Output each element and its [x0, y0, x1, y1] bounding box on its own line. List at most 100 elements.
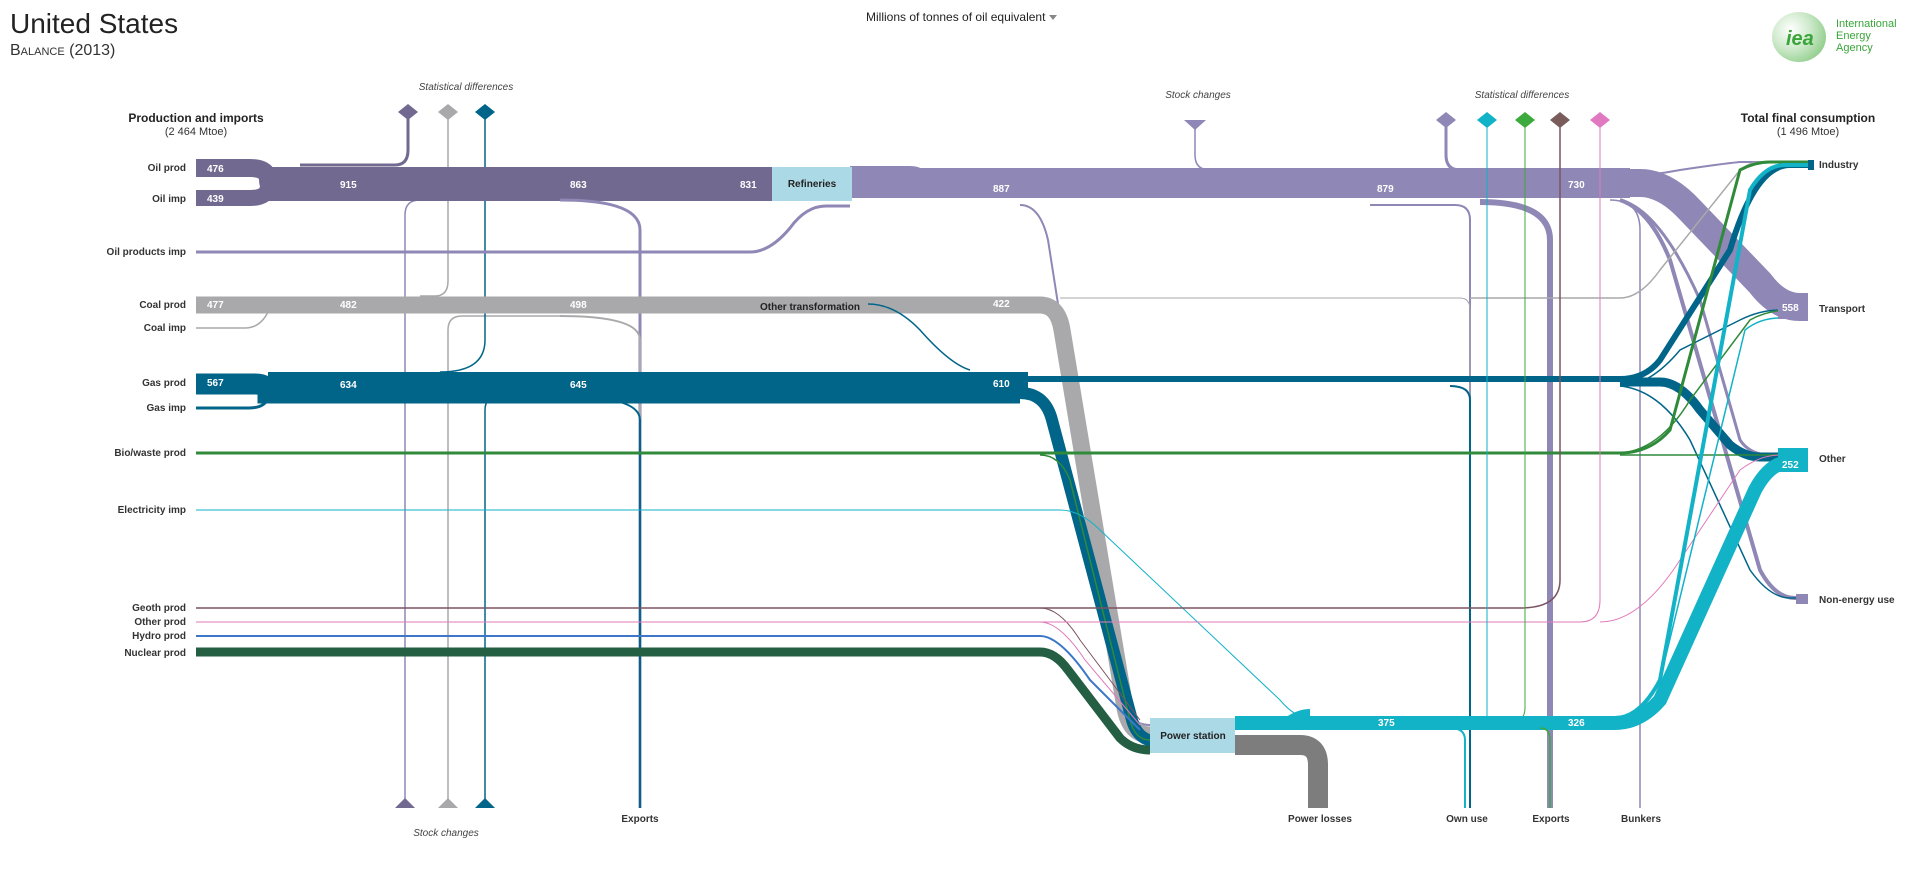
- logo-circle-icon: [1772, 12, 1826, 62]
- stat-diff-right-brown-marker-top: [1550, 112, 1570, 120]
- markers: [395, 104, 1610, 808]
- flow-value: 887: [993, 184, 1010, 195]
- flow-value: 730: [1568, 180, 1585, 191]
- flow-other-transformation: [867, 303, 971, 371]
- stat-diff-right-green-marker-top: [1515, 112, 1535, 120]
- flow-coal-stock-bottom: [447, 315, 560, 808]
- sink-label: Own use: [1446, 814, 1488, 825]
- flow-other-prod-final: [1599, 454, 1808, 623]
- stat-diff-oil-marker-top: [398, 104, 418, 112]
- flow-gas-stock-bottom: [484, 395, 560, 808]
- flow-elec-exports: [1539, 727, 1551, 808]
- flow-elec-industry: [1614, 163, 1808, 720]
- agency-name-line1: International: [1836, 18, 1897, 30]
- flow-coal-stat-diff: [420, 116, 449, 297]
- refineries-node: [772, 167, 852, 201]
- stat-diff-right-elec-marker: [1477, 120, 1497, 128]
- stat-diff-right-brown-marker: [1550, 120, 1570, 128]
- source-label: Gas prod: [142, 378, 186, 389]
- flow-op-stock-top: [1194, 123, 1365, 171]
- flow-op-exports: [1479, 199, 1553, 808]
- flow-gas-stat-diff: [439, 116, 486, 373]
- flow-op-stat-right: [1444, 123, 1480, 172]
- consumption-value: 252: [1782, 460, 1799, 471]
- iea-logo[interactable]: iea International Energy Agency: [1772, 10, 1902, 66]
- stat-diff-right-pink-marker-top: [1590, 112, 1610, 120]
- flow-oil-products-imp: [196, 204, 850, 254]
- consumption-label: Other: [1819, 454, 1846, 465]
- stat-diff-gas-marker-top: [475, 104, 495, 112]
- flow-value: 831: [740, 180, 757, 191]
- flow-value: 915: [340, 180, 357, 191]
- flow-oil-products-band: [850, 168, 1630, 198]
- stock-change-top-marker: [1184, 120, 1206, 130]
- stat-diff-right-pink-marker: [1590, 120, 1610, 128]
- source-label: Coal imp: [144, 323, 186, 334]
- sink-label: Power losses: [1288, 814, 1352, 825]
- chevron-down-icon: [1049, 15, 1058, 21]
- page-subtitle: Balance (2013): [10, 42, 116, 59]
- flow-other-prod-power: [1039, 621, 1141, 726]
- source-label: Other prod: [134, 617, 186, 628]
- consumption-transport-bar: [1778, 295, 1808, 319]
- flow-gas-main: [1020, 162, 1808, 382]
- flow-geoth-prod: [196, 123, 1561, 609]
- labels: Production and imports (2 464 Mtoe) Tota…: [107, 82, 1895, 839]
- flow-coal-prod: [196, 296, 1151, 744]
- consumption-industry-bar: [1808, 160, 1814, 170]
- flow-value: 645: [570, 380, 587, 391]
- source-label: Bio/waste prod: [114, 448, 186, 459]
- source-label: Oil prod: [148, 163, 186, 174]
- logo-text: iea: [1786, 28, 1814, 50]
- flow-elec-imp: [196, 509, 1311, 719]
- stat-diff-right-label: Statistical differences: [1475, 90, 1570, 101]
- source-label: Nuclear prod: [124, 648, 186, 659]
- unit-dropdown[interactable]: Millions of tonnes of oil equivalent: [866, 10, 1058, 24]
- consumption-value: 558: [1782, 303, 1799, 314]
- stat-diff-right-oil-marker-top: [1436, 112, 1456, 120]
- flow-gas-imp: [196, 397, 270, 410]
- source-label: Coal prod: [139, 300, 186, 311]
- source-label: Geoth prod: [132, 603, 186, 614]
- flows: [196, 116, 1808, 808]
- consumption-other-bar: [1778, 448, 1808, 472]
- unit-dropdown-label: Millions of tonnes of oil equivalent: [866, 10, 1046, 24]
- power-station-label: Power station: [1160, 731, 1226, 742]
- right-header: Total final consumption: [1741, 111, 1875, 125]
- flow-op-own-use: [1370, 204, 1471, 808]
- stat-diff-right-oil-marker: [1436, 120, 1456, 128]
- nodes: [772, 160, 1814, 753]
- consumption-label: Non-energy use: [1819, 595, 1895, 606]
- power-station-node: [1150, 718, 1235, 753]
- source-label: Hydro prod: [132, 631, 186, 642]
- flow-oil-stat-diff: [300, 116, 410, 167]
- flow-value: 863: [570, 180, 587, 191]
- sink-label: Exports: [1532, 814, 1570, 825]
- flow-elec-join: [1235, 709, 1311, 730]
- stock-changes-bottom-label: Stock changes: [413, 828, 479, 839]
- stock-changes-top-label: Stock changes: [1165, 90, 1231, 101]
- consumption-label: Transport: [1819, 304, 1866, 315]
- stat-diff-oil-marker: [398, 112, 418, 120]
- source-label: Electricity imp: [118, 505, 186, 516]
- source-label: Gas imp: [147, 403, 186, 414]
- flow-value: 375: [1378, 718, 1395, 729]
- right-total: (1 496 Mtoe): [1777, 126, 1839, 138]
- flow-gas-exports: [559, 395, 641, 808]
- other-transformation-label: Other transformation: [760, 302, 860, 313]
- flow-bio-prod: [196, 160, 1808, 455]
- flow-elec-out-band: [1235, 716, 1615, 730]
- flow-value: 482: [340, 300, 357, 311]
- source-label: Oil products imp: [107, 247, 186, 258]
- stock-change-coal-marker: [438, 798, 458, 808]
- flow-elec-transport: [1614, 317, 1808, 721]
- stat-diff-gas-marker: [475, 112, 495, 120]
- flow-hydro-prod: [196, 635, 1141, 731]
- flow-op-industry: [1619, 161, 1808, 177]
- stat-diff-coal-marker-top: [438, 104, 458, 112]
- flow-oil-stock-bottom: [404, 199, 457, 808]
- flow-gas-band: [268, 372, 1028, 396]
- flow-value: 326: [1568, 718, 1585, 729]
- flow-value: 634: [340, 380, 357, 391]
- flow-coal-exports: [559, 315, 641, 808]
